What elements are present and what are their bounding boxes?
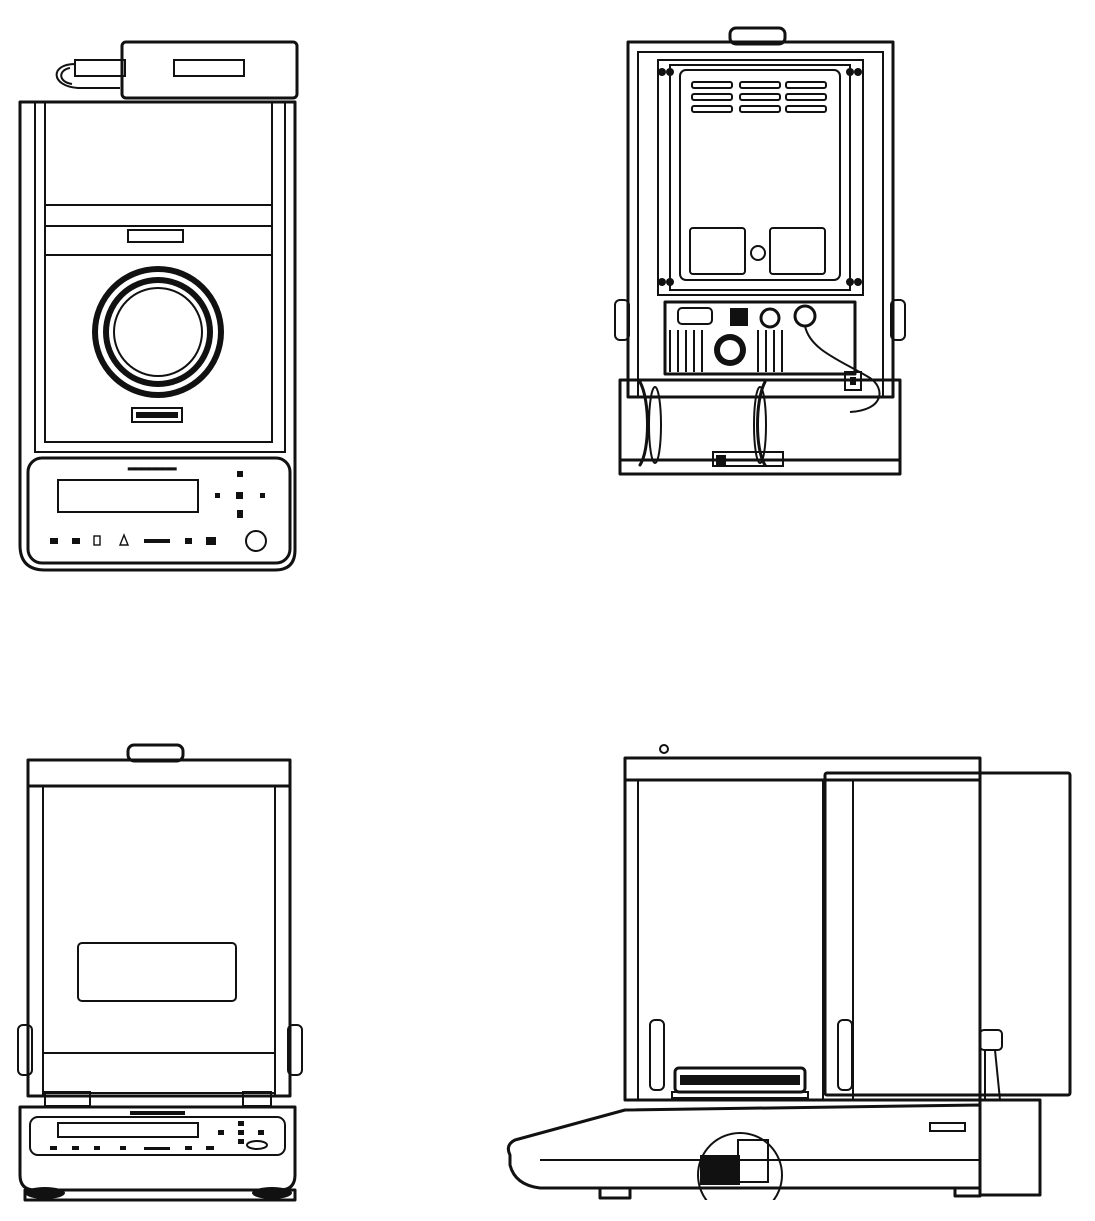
left-arrow-icon xyxy=(215,493,220,498)
tare-icon xyxy=(118,533,130,546)
side-base xyxy=(506,1103,982,1200)
down-arrow-icon xyxy=(237,510,243,518)
front-control-panel xyxy=(18,1105,297,1202)
side-view-drawing xyxy=(506,744,1072,1200)
power-icon xyxy=(50,538,58,544)
balance-body xyxy=(18,100,297,572)
side-draft-shield-handles xyxy=(649,1019,853,1091)
side-display-unit xyxy=(978,1029,1042,1197)
calibrate-icon xyxy=(72,538,80,544)
front-housing xyxy=(17,743,303,1107)
display-unit xyxy=(55,40,299,100)
print-icon xyxy=(93,535,101,546)
brand-logo: ▂▂▂▂▂▂▂ xyxy=(127,460,178,471)
zero-icon xyxy=(245,530,267,552)
control-panel: ▂▂▂▂▂▂▂ xyxy=(26,456,292,565)
rear-view xyxy=(610,20,910,485)
right-arrow-icon xyxy=(260,493,265,498)
mounting-screws xyxy=(658,68,862,286)
settings-icon xyxy=(206,537,216,545)
enter-icon xyxy=(236,492,243,499)
rear-base xyxy=(614,299,906,476)
menu-icon xyxy=(185,538,192,544)
rear-view-drawing xyxy=(614,26,906,476)
rear-panels xyxy=(689,227,826,275)
nav-keys xyxy=(215,471,265,518)
set-icon xyxy=(144,539,170,543)
function-keys xyxy=(50,530,267,552)
weighing-pan xyxy=(92,266,224,423)
side-housing xyxy=(623,744,1072,1102)
rear-housing xyxy=(626,26,895,399)
top-view: ▂▂▂▂▂▂▂ xyxy=(10,30,310,580)
front-view-drawing xyxy=(17,743,303,1202)
side-pan xyxy=(671,1066,809,1099)
side-view xyxy=(500,740,1080,1200)
connector-panel xyxy=(663,300,881,413)
up-arrow-icon xyxy=(237,471,243,477)
front-view xyxy=(10,735,310,1205)
top-view-drawing: ▂▂▂▂▂▂▂ xyxy=(18,40,299,572)
vent-slots xyxy=(691,81,827,113)
